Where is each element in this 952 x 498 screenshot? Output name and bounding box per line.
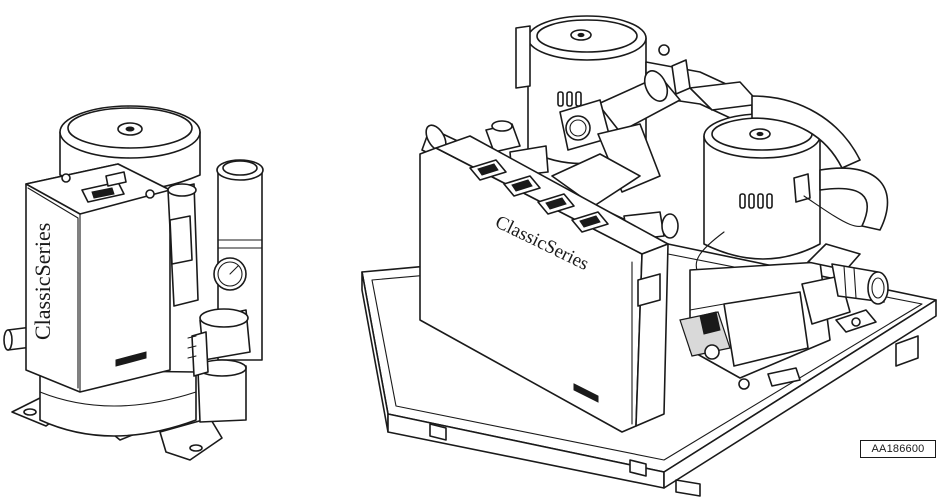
right-unit-rear-motor [515, 15, 647, 165]
pressure-gauge-icon [213, 257, 247, 291]
left-vacuum-unit: ClassicSeries [3, 105, 264, 461]
rear-motor-vents [557, 91, 582, 107]
right-unit-control-box: ClassicSeries [419, 135, 669, 433]
left-unit-plumbing [167, 159, 264, 423]
right-unit-switches [469, 159, 609, 233]
right-unit-pump-housing [679, 243, 877, 390]
right-unit-hoses [751, 95, 889, 231]
left-unit-control-box: ClassicSeries [25, 163, 171, 393]
part-code-label: AA186600 [860, 440, 936, 458]
left-unit-brand-label: ClassicSeries [30, 223, 55, 340]
right-unit-front-motor [695, 113, 873, 277]
right-unit-top-piping [551, 44, 761, 207]
front-motor-vents [739, 193, 773, 209]
right-unit-exhaust [831, 263, 889, 305]
right-vacuum-unit: ClassicSeries [361, 15, 937, 497]
